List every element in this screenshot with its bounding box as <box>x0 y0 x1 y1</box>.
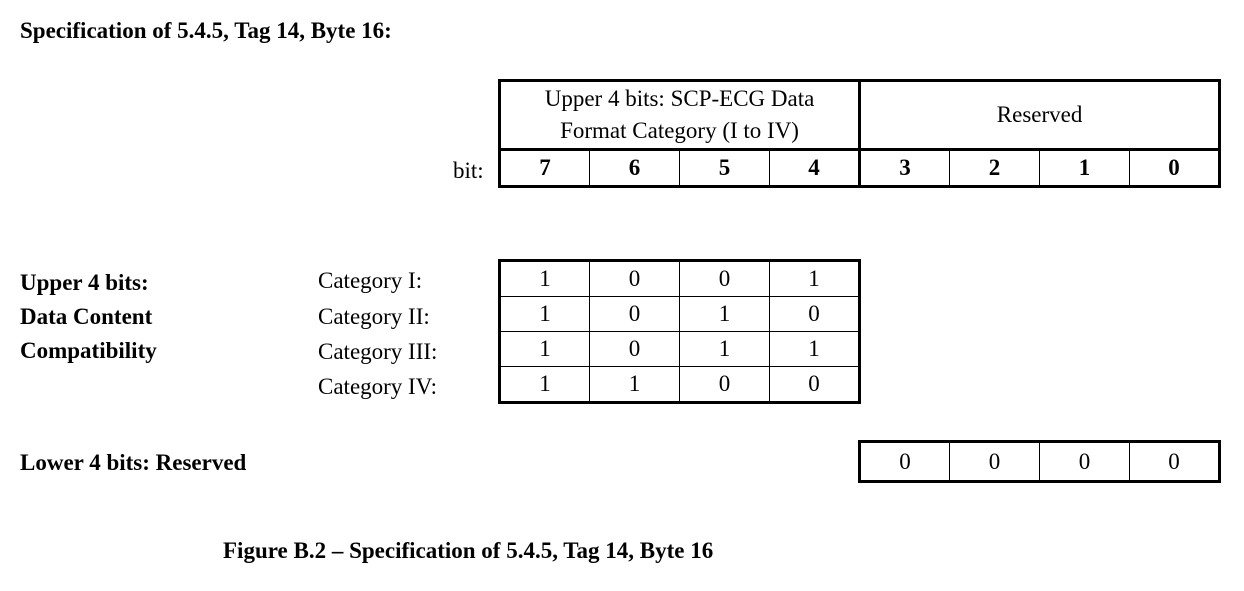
bit-value: 1 <box>499 296 590 332</box>
bit-value: 0 <box>949 441 1040 482</box>
bit-value: 1 <box>679 331 770 367</box>
category-values-table: 1 0 0 1 1 0 1 0 1 0 1 1 1 1 0 0 <box>498 259 861 404</box>
table-row: 1 1 0 0 <box>499 366 860 403</box>
bit-value: 0 <box>679 260 770 297</box>
page-title: Specification of 5.4.5, Tag 14, Byte 16: <box>20 18 392 43</box>
bit-number: 4 <box>768 149 862 187</box>
bit-value: 1 <box>499 331 590 367</box>
bit-layout-table: Upper 4 bits: SCP-ECG Data Format Catego… <box>498 79 1222 188</box>
bit-value: 0 <box>769 366 860 403</box>
bit-value: 0 <box>859 441 950 482</box>
category-label: Category IV: <box>318 374 438 399</box>
upper-bits-group-header: Upper 4 bits: SCP-ECG Data Format Catego… <box>498 80 862 150</box>
table-row: 1 0 1 0 <box>499 296 860 332</box>
bit-value: 1 <box>589 366 680 403</box>
bit-number: 7 <box>499 149 590 187</box>
upper-group-line1: Upper 4 bits: SCP-ECG Data <box>544 86 815 111</box>
bit-label: bit: <box>453 158 484 183</box>
bit-value: 0 <box>589 296 680 332</box>
lower-bits-group-header: Reserved <box>859 80 1221 150</box>
bit-value: 0 <box>679 366 770 403</box>
reserved-values-table: 0 0 0 0 <box>858 440 1221 483</box>
category-label: Category I: <box>318 268 423 293</box>
table-row: 1 0 0 1 <box>499 260 860 297</box>
upper-label-line: Compatibility <box>20 338 157 363</box>
bit-value: 1 <box>499 260 590 297</box>
bit-value: 0 <box>1129 441 1220 482</box>
bit-number: 5 <box>679 149 770 187</box>
bit-number: 0 <box>1129 149 1221 187</box>
bit-number: 2 <box>949 149 1041 187</box>
lower-bits-label: Lower 4 bits: Reserved <box>20 450 247 475</box>
bit-value: 1 <box>679 296 770 332</box>
bit-number: 6 <box>589 149 680 187</box>
upper-label-line: Data Content <box>20 304 153 329</box>
bit-number: 3 <box>859 149 951 187</box>
bit-number: 1 <box>1039 149 1131 187</box>
upper-bits-label: Upper 4 bits: Data Content Compatibility <box>20 266 157 368</box>
upper-group-line2: Format Category (I to IV) <box>560 118 799 143</box>
bit-value: 1 <box>499 366 590 403</box>
bit-value: 0 <box>1039 441 1130 482</box>
figure-caption: Figure B.2 – Specification of 5.4.5, Tag… <box>223 538 714 563</box>
table-row: 0 0 0 0 <box>859 441 1220 482</box>
category-label: Category III: <box>318 339 438 364</box>
bit-value: 1 <box>769 331 860 367</box>
bit-value: 0 <box>589 260 680 297</box>
bit-value: 0 <box>589 331 680 367</box>
upper-label-line: Upper 4 bits: <box>20 270 149 295</box>
bit-value: 1 <box>769 260 860 297</box>
bit-value: 0 <box>769 296 860 332</box>
table-row: 1 0 1 1 <box>499 331 860 367</box>
category-label: Category II: <box>318 304 430 329</box>
